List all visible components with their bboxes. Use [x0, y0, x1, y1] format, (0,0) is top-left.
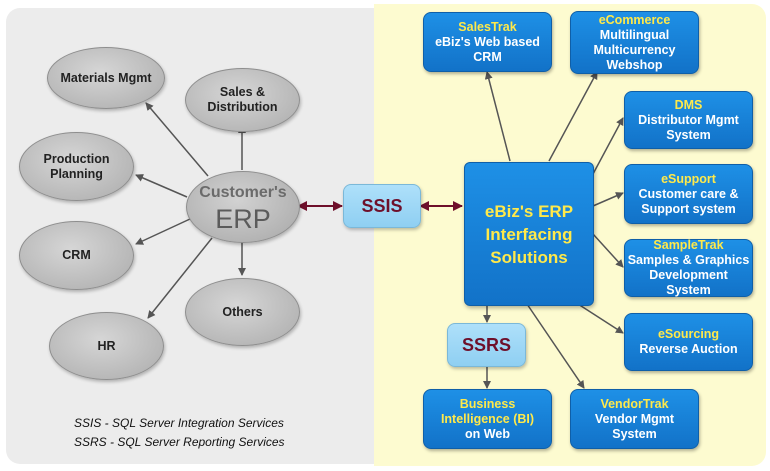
legend-ssis: SSIS - SQL Server Integration Services	[74, 416, 284, 430]
solution-title: eSupport	[661, 171, 716, 186]
ssrs-node: SSRS	[447, 323, 526, 367]
solution-body: eBiz's Web based CRM	[435, 34, 540, 64]
arrow-to-esourcing	[577, 303, 624, 334]
module-materials-mgmt: Materials Mgmt	[47, 47, 165, 109]
arrow-to-materials	[145, 102, 209, 177]
module-production-planning: Production Planning	[19, 132, 134, 201]
module-crm: CRM	[19, 221, 134, 290]
module-others: Others	[185, 278, 300, 346]
arrow-to-production	[135, 174, 188, 198]
solution-title: DMS	[674, 97, 703, 112]
ebiz-erp-hub: eBiz's ERP Interfacing Solutions	[464, 162, 594, 306]
solution-esourcing: eSourcing Reverse Auction	[624, 313, 753, 371]
solution-dms: DMS Distributor Mgmt System	[624, 91, 753, 149]
customer-erp-line1: Customer's	[199, 184, 287, 201]
module-sales-distribution: Sales & Distribution	[185, 68, 300, 132]
arrow-to-crm	[135, 218, 191, 245]
customer-erp-node: Customer's ERP	[186, 171, 300, 243]
module-label: CRM	[62, 248, 91, 262]
module-label: Others	[222, 304, 263, 319]
solution-title: eCommerce	[598, 12, 671, 27]
arrow-to-salestrak	[484, 71, 511, 162]
solution-sampletrak: SampleTrak Samples & Graphics Developmen…	[624, 238, 753, 297]
ssis-label: SSIS	[361, 195, 403, 216]
solution-body: Reverse Auction	[639, 342, 738, 356]
module-hr: HR	[49, 312, 164, 380]
module-label: Production Planning	[43, 151, 110, 181]
solution-business-intelligence: Business Intelligence (BI) on Web	[423, 389, 552, 449]
solution-title: eSourcing	[657, 327, 720, 341]
customer-erp-line2: ERP	[215, 204, 271, 234]
arrow-to-vendortrak	[526, 303, 585, 389]
arrow-to-sampletrak	[592, 233, 624, 268]
arrow-to-esupport	[592, 192, 624, 207]
solution-title: SampleTrak	[653, 238, 724, 252]
module-label: HR	[97, 338, 116, 353]
ssrs-label: SSRS	[461, 334, 512, 355]
solution-body: Vendor Mgmt System	[594, 411, 675, 441]
solution-body: on Web	[465, 426, 510, 441]
arrow-to-dms	[592, 117, 624, 175]
hub-label: eBiz's ERP Interfacing Solutions	[484, 201, 574, 267]
solution-body: Distributor Mgmt System	[638, 112, 739, 142]
module-label: Sales & Distribution	[207, 85, 278, 114]
arrow-to-hr	[147, 237, 213, 319]
solution-esupport: eSupport Customer care & Support system	[624, 164, 753, 224]
module-label: Materials Mgmt	[60, 70, 152, 85]
solution-title: SalesTrak	[458, 19, 517, 34]
solution-body: Samples & Graphics Development System	[627, 253, 750, 297]
ssis-node: SSIS	[343, 184, 421, 228]
solution-title: VendorTrak	[600, 396, 669, 411]
solution-body: Multilingual Multicurrency Webshop	[593, 27, 676, 72]
solution-body: Customer care & Support system	[638, 186, 739, 216]
solution-salestrak: SalesTrak eBiz's Web based CRM	[423, 12, 552, 72]
solution-title: Business Intelligence (BI)	[440, 396, 535, 426]
solution-vendortrak: VendorTrak Vendor Mgmt System	[570, 389, 699, 449]
arrow-to-ecommerce	[548, 71, 598, 162]
legend-ssrs: SSRS - SQL Server Reporting Services	[74, 435, 285, 449]
solution-ecommerce: eCommerce Multilingual Multicurrency Web…	[570, 11, 699, 74]
